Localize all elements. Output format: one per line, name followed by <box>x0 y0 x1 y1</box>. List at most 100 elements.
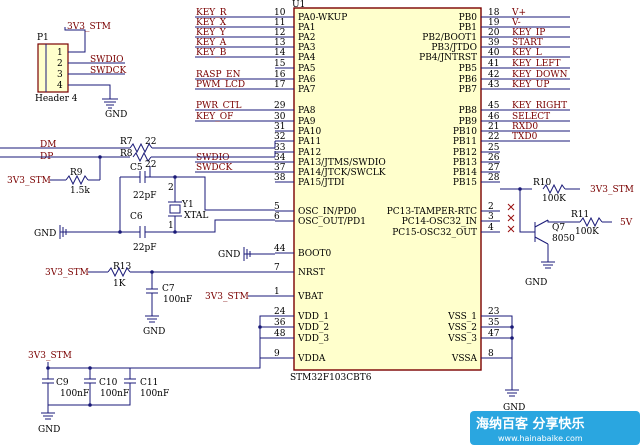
vbat-section: 3V3_STM <box>205 292 275 352</box>
pin-number: 27 <box>488 163 500 173</box>
pin-name: PA6 <box>298 75 316 85</box>
pin-name: PB15 <box>453 178 477 188</box>
pin-number: 41 <box>488 59 499 69</box>
r11-net-label: 5V <box>620 218 633 228</box>
net-label: KEY_R <box>196 8 227 18</box>
net-label: KEY_L <box>512 48 542 58</box>
pin-number: 42 <box>488 70 499 80</box>
pin-number: 19 <box>488 18 500 28</box>
pin-name: PB1 <box>459 23 477 33</box>
pin-number: 11 <box>274 18 285 28</box>
net-label: KEY_RIGHT <box>512 101 567 111</box>
r13-ref: R13 <box>113 262 132 272</box>
pin-number: 44 <box>274 244 286 254</box>
pin-number: 21 <box>488 122 499 132</box>
pin-number: 17 <box>274 80 286 90</box>
net-label: TXD0 <box>512 132 538 142</box>
pin-name: VSS_2 <box>447 323 477 333</box>
watermark-title: 海纳百客 分享快乐 <box>476 416 585 432</box>
pin-number: 15 <box>274 59 286 69</box>
pin-name: OSC_IN/PD0 <box>298 207 357 217</box>
pin-number: 48 <box>274 329 286 339</box>
header-p1: P1 1 2 3 4 Header 4 3V3_STM SWDIO SWDCK … <box>35 22 127 120</box>
pin-number: 20 <box>488 28 500 38</box>
pin-number: 36 <box>274 318 286 328</box>
pin-number: 13 <box>274 38 286 48</box>
pin-number: 23 <box>488 307 500 317</box>
pin-name: PA5 <box>298 64 316 74</box>
net-label: PWM_LCD <box>196 80 245 90</box>
pin-name: VSS_3 <box>447 334 477 344</box>
pin-name: VDD_2 <box>297 323 329 333</box>
pin-number: 12 <box>274 28 285 38</box>
osc-section: C5 22pF C6 22pF GND 2 1 Y1 XTAL <box>34 163 275 253</box>
c7-ref: C7 <box>162 284 175 294</box>
pin-name: PB0 <box>459 13 478 23</box>
pin-name: PB13 <box>453 158 477 168</box>
pin-name: PC15-OSC32_OUT <box>392 228 477 238</box>
pin-name: PA10 <box>298 127 321 137</box>
r7-ref: R7 <box>120 137 133 147</box>
net-label: V+ <box>511 8 526 18</box>
c5-ref: C5 <box>130 163 143 173</box>
y1-pin1: 1 <box>168 221 174 231</box>
header-pin4-wire <box>68 84 111 99</box>
net-label: PWR_CTL <box>196 101 241 111</box>
c11-ref: C11 <box>140 378 158 388</box>
r13-body <box>107 266 131 278</box>
pin-number: 9 <box>274 349 280 359</box>
pin-number: 4 <box>488 223 494 233</box>
pin-number: 34 <box>274 153 286 163</box>
pin-name: PA2 <box>298 33 315 43</box>
q7-val: 8050 <box>552 234 575 244</box>
pin-name: PB9 <box>459 117 478 127</box>
header-part: Header 4 <box>35 94 78 104</box>
pin-name: PB10 <box>453 127 477 137</box>
watermark: 海纳百客 分享快乐 www.hainabaike.com <box>470 411 640 445</box>
c7-val: 100nF <box>163 295 192 305</box>
pin-name: PB4/JNTRST <box>419 53 477 63</box>
r13-val: 1K <box>113 279 126 289</box>
r9-val: 1.5k <box>70 186 90 196</box>
c10-val: 100nF <box>100 389 129 399</box>
osc-gnd-label: GND <box>34 229 56 239</box>
pin-number: 29 <box>274 101 286 111</box>
pin-name: VDD_1 <box>297 312 329 322</box>
pin-name: PA12 <box>298 148 321 158</box>
pin-number: 8 <box>488 349 494 359</box>
boot-gnd-label: GND <box>218 250 240 260</box>
vss-section: GND <box>500 315 525 413</box>
r9-body <box>65 174 89 186</box>
r11-ref: R11 <box>571 210 589 220</box>
net-label: KEY_IP <box>512 28 545 38</box>
header-net-swdck: SWDCK <box>90 66 127 76</box>
pin-name: PB14 <box>453 168 477 178</box>
pin-number: 14 <box>274 48 286 58</box>
pin-number: 6 <box>274 212 280 222</box>
pin-name: PB12 <box>453 148 477 158</box>
transistor-section: R10 100K 3V3_STM Q7 8050 GND R11 100K 5V <box>500 178 634 288</box>
pin-name: PA8 <box>298 106 316 116</box>
pin-number: 3 <box>488 212 494 222</box>
c10-ref: C10 <box>99 378 118 388</box>
